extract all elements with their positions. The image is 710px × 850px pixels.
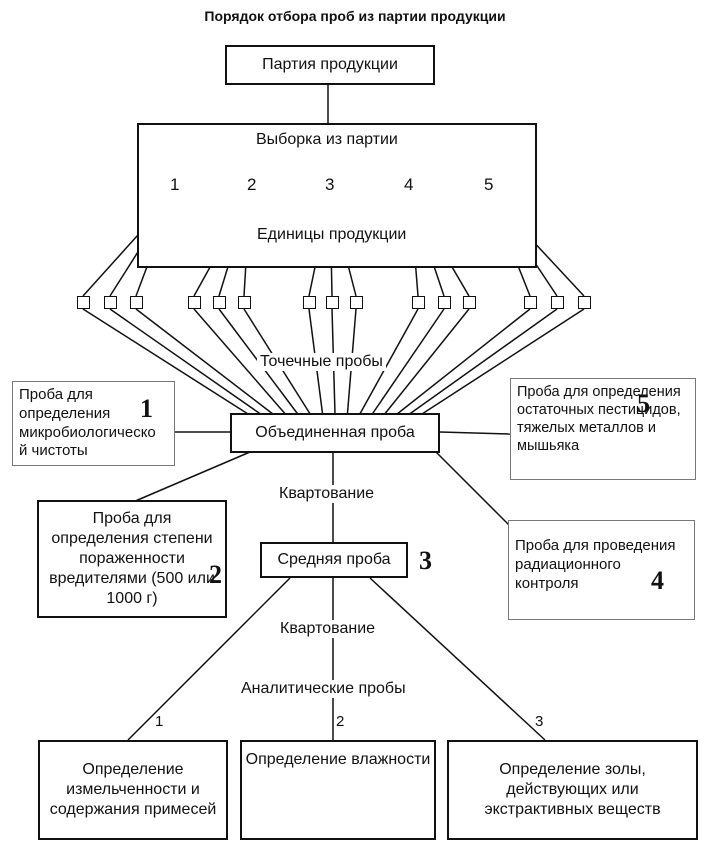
average-sample-number: 3 — [419, 546, 432, 575]
pests-sample-number: 2 — [209, 560, 222, 589]
point-sample-square — [187, 296, 201, 309]
micro-sample-box: Проба для определения микробиологическо … — [12, 381, 175, 466]
pesticides-sample-text: Проба для определения остаточных пестици… — [517, 384, 681, 455]
point-sample-square — [76, 296, 90, 309]
average-sample-box: Средняя проба — [260, 542, 408, 578]
pesticides-sample-number: 5 — [637, 389, 650, 418]
quartering-label-1: Квартование — [276, 485, 378, 503]
point-sample-square — [129, 296, 143, 309]
point-sample-square — [523, 296, 537, 309]
point-sample-square — [437, 296, 451, 309]
unit-number-1: 1 — [170, 175, 180, 194]
unit-number-3: 3 — [325, 175, 335, 194]
unit-number-2: 2 — [247, 175, 257, 194]
pests-sample-box: Проба для определения степени пораженнос… — [37, 500, 227, 618]
combined-sample-box: Объединенная проба — [230, 413, 440, 453]
sieve-impurities-text: Определение измельченности и содержания … — [49, 761, 217, 818]
radiation-sample-box: Проба для проведения радиационного контр… — [508, 520, 695, 620]
selection-label: Выборка из партии — [253, 131, 401, 149]
point-sample-square — [212, 296, 226, 309]
radiation-sample-number: 4 — [651, 566, 664, 595]
ash-extract-box: Определение золы, действующих или экстра… — [447, 740, 698, 840]
analytical-number-1: 1 — [155, 713, 164, 730]
radiation-sample-text: Проба для проведения радиационного контр… — [515, 537, 676, 592]
analytical-number-3: 3 — [535, 713, 544, 730]
pesticides-sample-box: Проба для определения остаточных пестици… — [510, 378, 696, 480]
unit-number-4: 4 — [404, 175, 414, 194]
batch-box: Партия продукции — [225, 45, 435, 85]
ash-extract-text: Определение золы, действующих или экстра… — [484, 761, 661, 818]
analytical-samples-label: Аналитические пробы — [238, 680, 409, 698]
point-samples-label: Точечные пробы — [257, 353, 386, 371]
point-sample-square — [325, 296, 339, 309]
point-sample-square — [103, 296, 117, 309]
point-sample-square — [302, 296, 316, 309]
unit-number-5: 5 — [484, 175, 494, 194]
moisture-box: Определение влажности — [240, 740, 436, 840]
diagram-title: Порядок отбора проб из партии продукции — [204, 8, 506, 24]
units-label: Единицы продукции — [254, 226, 410, 244]
point-sample-square — [349, 296, 363, 309]
point-sample-square — [550, 296, 564, 309]
point-sample-square — [237, 296, 251, 309]
point-sample-square — [577, 296, 591, 309]
point-sample-square — [462, 296, 476, 309]
pests-sample-text: Проба для определения степени пораженнос… — [49, 510, 215, 607]
quartering-label-2: Квартование — [277, 620, 379, 638]
analytical-number-2: 2 — [336, 713, 345, 730]
micro-sample-text: Проба для определения микробиологическо … — [19, 386, 156, 460]
point-sample-square — [411, 296, 425, 309]
moisture-text: Определение влажности — [245, 751, 431, 768]
sieve-impurities-box: Определение измельченности и содержания … — [38, 740, 228, 840]
micro-sample-number: 1 — [140, 394, 153, 423]
